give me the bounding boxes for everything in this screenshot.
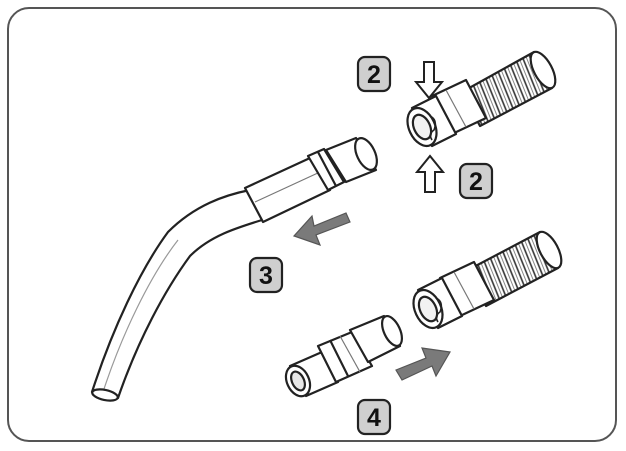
hose-bottom — [466, 230, 563, 308]
curved-wand — [90, 136, 378, 402]
svg-text:3: 3 — [259, 262, 273, 290]
step-badge-2-top: 2 — [356, 55, 392, 93]
push-arrow-icon — [395, 347, 451, 381]
step-badge-3: 3 — [248, 256, 284, 294]
pull-arrow-icon — [292, 212, 351, 246]
hose-top — [460, 50, 557, 128]
press-arrow-up-icon — [414, 154, 446, 193]
press-arrow-down-icon — [413, 61, 445, 100]
step-badge-4: 4 — [356, 398, 392, 436]
step-badge-2-bottom: 2 — [458, 162, 494, 200]
connector-top — [406, 78, 488, 148]
svg-text:2: 2 — [367, 61, 381, 89]
adapter-piece — [284, 314, 404, 398]
connector-bottom — [412, 260, 496, 330]
svg-text:4: 4 — [367, 404, 381, 432]
svg-text:2: 2 — [469, 168, 483, 196]
